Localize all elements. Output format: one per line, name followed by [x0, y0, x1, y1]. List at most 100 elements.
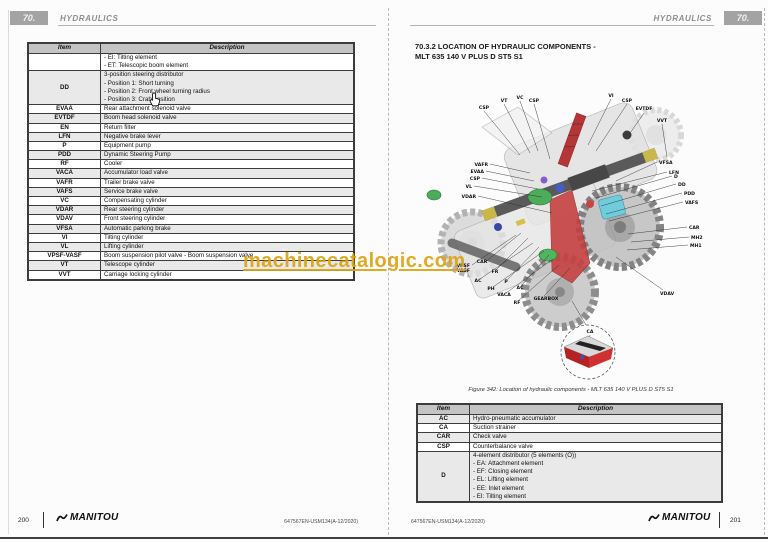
desc-cell: Carriage locking cylinder	[100, 269, 354, 280]
desc-cell: Dynamic Steering Pump	[100, 150, 354, 161]
diagram-label: CA	[587, 329, 594, 335]
desc-cell: Accumulator load valve	[100, 168, 354, 179]
telescopic-boom	[481, 147, 659, 222]
desc-cell: Automatic parking brake	[100, 223, 354, 234]
desc-cell: Lifting cylinder	[100, 241, 354, 253]
diagram-label: VACA	[497, 292, 511, 298]
desc-cell: Rear steering cylinder	[100, 205, 354, 216]
figure-caption: Figure 342: Location of hydraulic compon…	[468, 387, 674, 393]
brand-name: MANITOU	[662, 512, 711, 523]
document-number-left: 647567EN-USM134(A-12/2020)	[284, 519, 358, 525]
diagram-label: RF	[514, 300, 521, 306]
manitou-logo-right: MANITOU	[648, 512, 711, 523]
diagram-label: MH2	[691, 235, 703, 241]
desc-cell: Hydro-pneumatic accumulator	[469, 413, 722, 425]
desc-cell: Compensating cylinder	[100, 195, 354, 207]
desc-cell: Boom head solenoid valve	[100, 113, 354, 124]
desc-cell: 3-position steering distributor - Positi…	[100, 70, 354, 106]
diagram-label: VT	[501, 98, 509, 104]
mouse-cursor	[149, 92, 161, 107]
hydraulic-legend-table-left: Item Description - EI: Tilting element -…	[27, 42, 355, 281]
tank-inset	[560, 324, 616, 380]
item-header: Item	[28, 43, 101, 54]
diagram-label: CAR	[477, 259, 488, 265]
manitou-logo-icon	[56, 513, 68, 521]
diagram-label: VL	[466, 184, 473, 190]
item-cell: PDD	[28, 150, 101, 161]
item-cell	[28, 52, 101, 72]
section-title-left: HYDRAULICS	[60, 14, 119, 23]
diagram-label: VC	[517, 95, 525, 101]
diagram-label: CSP	[470, 176, 481, 182]
item-header: Item	[417, 404, 470, 415]
item-cell: CA	[417, 423, 470, 434]
boom-damper	[557, 112, 587, 168]
desc-cell: Return filter	[100, 122, 354, 133]
item-cell: VDAR	[28, 205, 101, 216]
description-header: Description	[100, 43, 354, 54]
brand-name: MANITOU	[70, 512, 119, 523]
diagram-label: VASF	[457, 268, 470, 274]
footer-divider-right	[719, 512, 720, 528]
diagram-labels: CSP VT VC CSP VI CSP EVTDF VVT VAFR EVAA…	[457, 93, 703, 335]
diagram-label: EVTDF	[636, 106, 653, 112]
footer-divider-left	[43, 512, 44, 528]
item-cell: VFSA	[28, 223, 101, 234]
hydraulic-components	[426, 130, 632, 262]
diagram-label: CSP	[622, 98, 633, 104]
desc-cell: Tilting cylinder	[100, 232, 354, 243]
table-header-row: Item Description	[28, 43, 354, 54]
right-page-edge	[764, 8, 765, 535]
desc-cell: Trailer brake valve	[100, 177, 354, 188]
page-number-right: 201	[730, 517, 741, 524]
item-cell: VT	[28, 260, 101, 271]
desc-cell: Counterbalance valve	[469, 441, 722, 452]
hydraulic-components-diagram: CSP VT VC CSP VI CSP EVTDF VVT VAFR EVAA…	[426, 93, 703, 380]
manitou-logo-left: MANITOU	[56, 512, 119, 523]
diagram-label: AC	[475, 278, 483, 284]
diagram-label: VDAV	[660, 291, 675, 297]
diagram-label: MH1	[690, 243, 702, 249]
diagram-label: CAR	[689, 225, 700, 231]
table-header-row: Item Description	[417, 404, 722, 415]
diagram-label: P	[504, 279, 508, 285]
diagram-label: LFN	[669, 170, 679, 176]
item-cell: VVT	[28, 269, 101, 280]
diagram-label: D	[674, 174, 678, 180]
item-cell: EVTDF	[28, 113, 101, 124]
diagram-label: PH	[487, 286, 494, 292]
diagram-label: PDD	[684, 191, 695, 197]
telehandler-illustration	[426, 102, 684, 331]
watermark: machinecatalogic.com	[243, 250, 466, 272]
item-cell: CAR	[417, 432, 470, 443]
desc-cell: Suction strainer	[469, 423, 722, 434]
diagram-label: DD	[678, 182, 686, 188]
bottom-scan-edge	[0, 537, 768, 539]
page-fold-line	[388, 8, 389, 535]
item-cell: VPSF-VASF	[28, 251, 101, 262]
item-cell: CSP	[417, 441, 470, 452]
desc-cell: Negative brake lever	[100, 131, 354, 142]
item-cell: EVAA	[28, 104, 101, 115]
diagram-label: VAFS	[685, 200, 698, 206]
